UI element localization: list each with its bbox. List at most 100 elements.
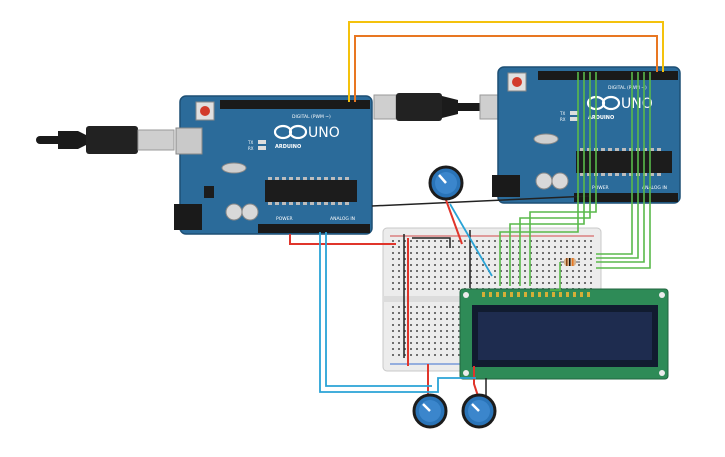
wire-green[interactable] bbox=[499, 72, 651, 291]
breadboard-hole bbox=[446, 270, 448, 272]
breadboard-hole bbox=[572, 276, 574, 278]
wire-yellow[interactable] bbox=[348, 21, 664, 102]
breadboard-hole bbox=[452, 324, 454, 326]
breadboard-hole bbox=[536, 270, 538, 272]
lcd-display[interactable] bbox=[459, 288, 669, 380]
board-brand-label: ARDUINO bbox=[588, 115, 614, 121]
breadboard-hole bbox=[578, 282, 580, 284]
breadboard-hole bbox=[548, 264, 550, 266]
breadboard-hole bbox=[392, 246, 394, 248]
breadboard-hole bbox=[440, 318, 442, 320]
breadboard-hole bbox=[392, 342, 394, 344]
breadboard-hole bbox=[446, 306, 448, 308]
breadboard-hole bbox=[452, 318, 454, 320]
breadboard-hole bbox=[416, 342, 418, 344]
breadboard-hole bbox=[584, 240, 586, 242]
arduino-board-right[interactable]: UNO ARDUINO DIGITAL (PWM ~) POWER ANALOG… bbox=[492, 66, 681, 204]
breadboard-hole bbox=[494, 246, 496, 248]
breadboard-hole bbox=[482, 252, 484, 254]
breadboard-hole bbox=[428, 270, 430, 272]
wire-red[interactable] bbox=[289, 199, 479, 398]
breadboard-hole bbox=[518, 282, 520, 284]
resistor[interactable] bbox=[560, 258, 580, 266]
breadboard-hole bbox=[518, 240, 520, 242]
breadboard-hole bbox=[530, 240, 532, 242]
usb-cable-middle[interactable] bbox=[373, 93, 511, 121]
breadboard-hole bbox=[464, 246, 466, 248]
breadboard-hole bbox=[452, 276, 454, 278]
board-brand-label: ARDUINO bbox=[275, 144, 301, 150]
reset-button[interactable] bbox=[200, 106, 210, 116]
breadboard-hole bbox=[422, 306, 424, 308]
lcd-pin bbox=[496, 292, 499, 297]
breadboard-hole bbox=[542, 270, 544, 272]
potentiometer-top[interactable] bbox=[428, 165, 464, 201]
potentiometer-bottom-right[interactable] bbox=[461, 393, 497, 429]
breadboard-hole bbox=[410, 318, 412, 320]
breadboard-hole bbox=[404, 342, 406, 344]
usb-cable-left[interactable] bbox=[36, 126, 175, 154]
breadboard-hole bbox=[584, 270, 586, 272]
capacitor bbox=[535, 172, 553, 190]
analog-label: ANALOG IN bbox=[642, 185, 667, 191]
breadboard-hole bbox=[440, 324, 442, 326]
breadboard-hole bbox=[434, 288, 436, 290]
reset-button[interactable] bbox=[512, 77, 522, 87]
breadboard-hole bbox=[524, 270, 526, 272]
breadboard-hole bbox=[512, 270, 514, 272]
breadboard-hole bbox=[428, 318, 430, 320]
breadboard-hole bbox=[428, 264, 430, 266]
breadboard-hole bbox=[392, 354, 394, 356]
lcd-pin bbox=[545, 292, 548, 297]
digital-label: DIGITAL (PWM ~) bbox=[292, 114, 331, 120]
breadboard-hole bbox=[398, 258, 400, 260]
breadboard-hole bbox=[404, 312, 406, 314]
breadboard-hole bbox=[446, 348, 448, 350]
arduino-logo: UNO ARDUINO bbox=[586, 95, 653, 121]
breadboard-hole bbox=[578, 252, 580, 254]
tx-label: TX bbox=[247, 140, 253, 145]
breadboard-hole bbox=[428, 312, 430, 314]
arduino-board-left[interactable]: UNO ARDUINO DIGITAL (PWM ~) POWER ANALOG… bbox=[174, 95, 373, 235]
breadboard-hole bbox=[458, 264, 460, 266]
breadboard-hole bbox=[410, 276, 412, 278]
breadboard-hole bbox=[392, 276, 394, 278]
lcd-pin bbox=[552, 292, 555, 297]
breadboard-hole bbox=[434, 252, 436, 254]
breadboard-hole bbox=[506, 246, 508, 248]
lcd-pin bbox=[573, 292, 576, 297]
breadboard-hole bbox=[440, 258, 442, 260]
breadboard-hole bbox=[446, 330, 448, 332]
breadboard-hole bbox=[440, 342, 442, 344]
power-jack bbox=[174, 204, 202, 230]
wire-blue[interactable] bbox=[319, 203, 493, 393]
breadboard-hole bbox=[416, 264, 418, 266]
breadboard-hole bbox=[392, 282, 394, 284]
breadboard-hole bbox=[518, 246, 520, 248]
breadboard-hole bbox=[512, 258, 514, 260]
breadboard-hole bbox=[416, 348, 418, 350]
wire-orange[interactable] bbox=[354, 35, 658, 102]
breadboard-hole bbox=[482, 240, 484, 242]
breadboard-hole bbox=[470, 276, 472, 278]
breadboard-hole bbox=[578, 240, 580, 242]
breadboard-hole bbox=[512, 246, 514, 248]
breadboard-hole bbox=[470, 252, 472, 254]
breadboard-hole bbox=[410, 270, 412, 272]
breadboard-hole bbox=[398, 312, 400, 314]
breadboard-hole bbox=[410, 342, 412, 344]
potentiometer-bottom-left[interactable] bbox=[412, 393, 448, 429]
breadboard-hole bbox=[422, 342, 424, 344]
breadboard-hole bbox=[560, 270, 562, 272]
breadboard-hole bbox=[392, 240, 394, 242]
breadboard-hole bbox=[434, 342, 436, 344]
breadboard-hole bbox=[458, 336, 460, 338]
breadboard-hole bbox=[560, 276, 562, 278]
breadboard-hole bbox=[554, 246, 556, 248]
breadboard-hole bbox=[404, 258, 406, 260]
breadboard-hole bbox=[434, 354, 436, 356]
breadboard-hole bbox=[446, 342, 448, 344]
breadboard-hole bbox=[392, 324, 394, 326]
